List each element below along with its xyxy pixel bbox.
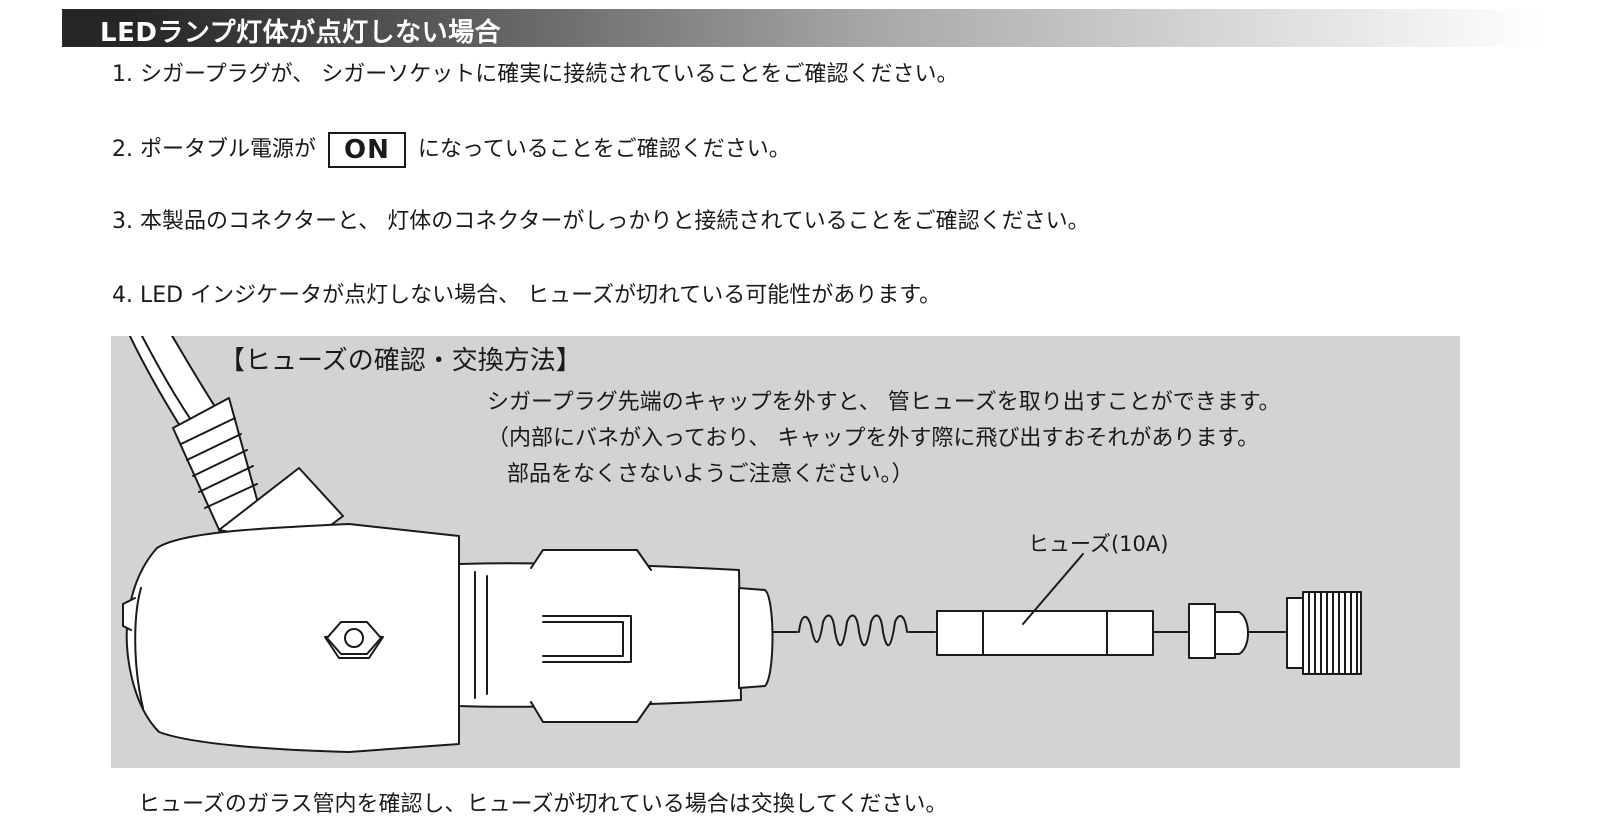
step-4: 4. LED インジケータが点灯しない場合、 ヒューズが切れている可能性がありま…	[112, 283, 942, 308]
fuse-instruction-panel: 【ヒューズの確認・交換方法】 シガープラグ先端のキャップを外すと、 管ヒューズを…	[111, 336, 1460, 768]
panel-title: 【ヒューズの確認・交換方法】	[219, 346, 582, 376]
footer-instruction: ヒューズのガラス管内を確認し、ヒューズが切れている場合は交換してください。	[138, 792, 948, 817]
spring-icon	[798, 614, 908, 647]
step-2-text-after: になっていることをご確認ください。	[417, 137, 791, 162]
on-badge: ON	[327, 132, 406, 168]
step-1: 1. シガープラグが、 シガーソケットに確実に接続されていることをご確認ください…	[112, 62, 959, 87]
cigarette-plug-icon	[122, 397, 774, 753]
panel-note-3: 部品をなくさないようご注意ください。）	[507, 462, 914, 487]
panel-note-2: （内部にバネが入っており、 キャップを外す際に飛び出すおそれがあります。	[487, 426, 1260, 451]
contact-tip-icon	[1188, 603, 1249, 659]
fuse-label: ヒューズ(10A)	[1028, 532, 1169, 556]
section-title: LEDランプ灯体が点灯しない場合	[100, 18, 502, 48]
fuse-diagram	[122, 336, 1362, 753]
section-header: LEDランプ灯体が点灯しない場合	[62, 9, 1542, 48]
step-2: 2. ポータブル電源が ON になっていることをご確認ください。	[112, 132, 791, 168]
step-3: 3. 本製品のコネクターと、 灯体のコネクターがしっかりと接続されていることをご…	[112, 209, 1090, 234]
glass-fuse-icon	[936, 553, 1154, 656]
end-cap-icon	[1286, 591, 1362, 675]
step-2-text-before: 2. ポータブル電源が	[112, 137, 316, 162]
panel-note-1: シガープラグ先端のキャップを外すと、 管ヒューズを取り出すことができます。	[487, 390, 1281, 415]
